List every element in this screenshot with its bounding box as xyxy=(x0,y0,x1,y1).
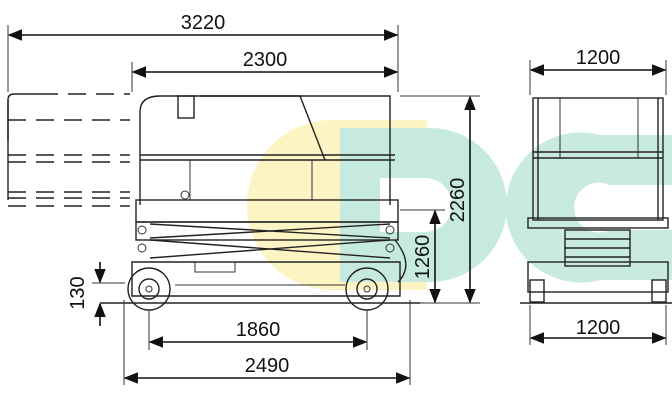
control-box xyxy=(177,95,195,119)
dimension-lines xyxy=(7,25,667,385)
dim-label-1200-bottom: 1200 xyxy=(576,317,621,339)
dim-label-2260: 2260 xyxy=(447,178,469,223)
scissor-stack xyxy=(135,221,399,259)
front-scissor-stack xyxy=(564,229,631,267)
extension-deck xyxy=(7,93,130,207)
dim-label-2490: 2490 xyxy=(245,355,290,377)
side-view xyxy=(7,93,407,311)
dim-label-1200-top: 1200 xyxy=(576,47,621,69)
dim-label-1260: 1260 xyxy=(412,235,434,280)
dim-label-2300: 2300 xyxy=(243,49,288,71)
dim-label-3220: 3220 xyxy=(181,12,226,34)
front-view xyxy=(527,97,669,303)
front-guard-rail xyxy=(532,97,664,221)
dim-label-1860: 1860 xyxy=(236,319,281,341)
guard-rail xyxy=(139,95,391,205)
rear-wheel xyxy=(127,267,171,311)
front-chassis xyxy=(527,261,669,293)
dim-label-130: 130 xyxy=(67,276,89,309)
chassis xyxy=(131,261,401,297)
